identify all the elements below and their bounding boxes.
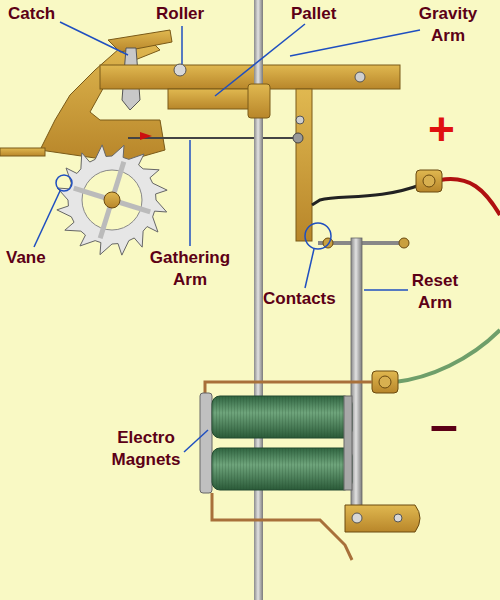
leader-line xyxy=(181,26,183,64)
magnet-yoke xyxy=(200,393,212,493)
count-wheel xyxy=(57,145,167,255)
part-label: Gathering Arm xyxy=(142,247,238,291)
leader-line xyxy=(184,430,208,452)
gathering-pawl xyxy=(140,132,152,140)
leader-line xyxy=(215,24,305,96)
pivot-screw xyxy=(296,116,304,124)
part-label: + xyxy=(428,104,478,154)
leader-line xyxy=(364,289,408,291)
leader-line xyxy=(305,249,314,288)
frame-arm xyxy=(108,30,172,52)
leader-line xyxy=(34,191,60,247)
coil-winding xyxy=(212,396,352,438)
rod-collar xyxy=(248,84,270,118)
terminal-nut xyxy=(423,175,435,187)
magnet-coil xyxy=(212,448,352,490)
gathering-arm-wire xyxy=(128,137,298,139)
reset-arm-pivot xyxy=(345,505,420,532)
frame-plate xyxy=(40,40,165,160)
coil-lead xyxy=(205,382,372,395)
frame-bar xyxy=(0,148,45,156)
part-label: Catch xyxy=(8,3,78,25)
part-label: Reset Arm xyxy=(404,270,466,314)
pivot-screw xyxy=(355,72,365,82)
pallet-bar xyxy=(168,89,258,109)
pivot-screw xyxy=(394,514,402,522)
part-label: Vane xyxy=(6,247,66,269)
part-label: Gravity Arm xyxy=(410,3,486,47)
magnet-coil xyxy=(212,396,352,438)
contact-nut xyxy=(399,238,409,248)
leader-circle xyxy=(305,223,331,249)
leader-lines xyxy=(34,22,420,452)
wheel-arbor xyxy=(104,192,120,208)
leader-line xyxy=(60,22,128,55)
coil-lead xyxy=(212,493,352,560)
part-label: Pallet xyxy=(291,3,361,25)
roller-wheel xyxy=(174,64,186,76)
positive-wire xyxy=(440,179,500,215)
gathering-arm-pivot xyxy=(293,133,303,143)
terminal-nut xyxy=(379,376,391,388)
coil-winding xyxy=(212,448,352,490)
part-label: Roller xyxy=(156,3,226,25)
part-label: Electro Magnets xyxy=(104,427,188,471)
link-wire xyxy=(312,185,420,205)
reset-arm-bar xyxy=(351,238,362,530)
positive-terminal xyxy=(416,170,442,192)
leader-line xyxy=(189,140,191,246)
gravity-arm-drop xyxy=(296,89,312,241)
wheel-teeth xyxy=(57,145,167,255)
negative-terminal xyxy=(372,371,398,393)
negative-wire xyxy=(395,330,500,382)
pole-piece xyxy=(344,396,352,490)
part-label: Contacts xyxy=(263,288,363,310)
leader-line xyxy=(290,30,420,56)
wheel-hub-ring xyxy=(82,170,142,230)
pivot-screw xyxy=(352,513,362,523)
part-label: – xyxy=(430,400,480,450)
leader-circle xyxy=(56,175,72,191)
